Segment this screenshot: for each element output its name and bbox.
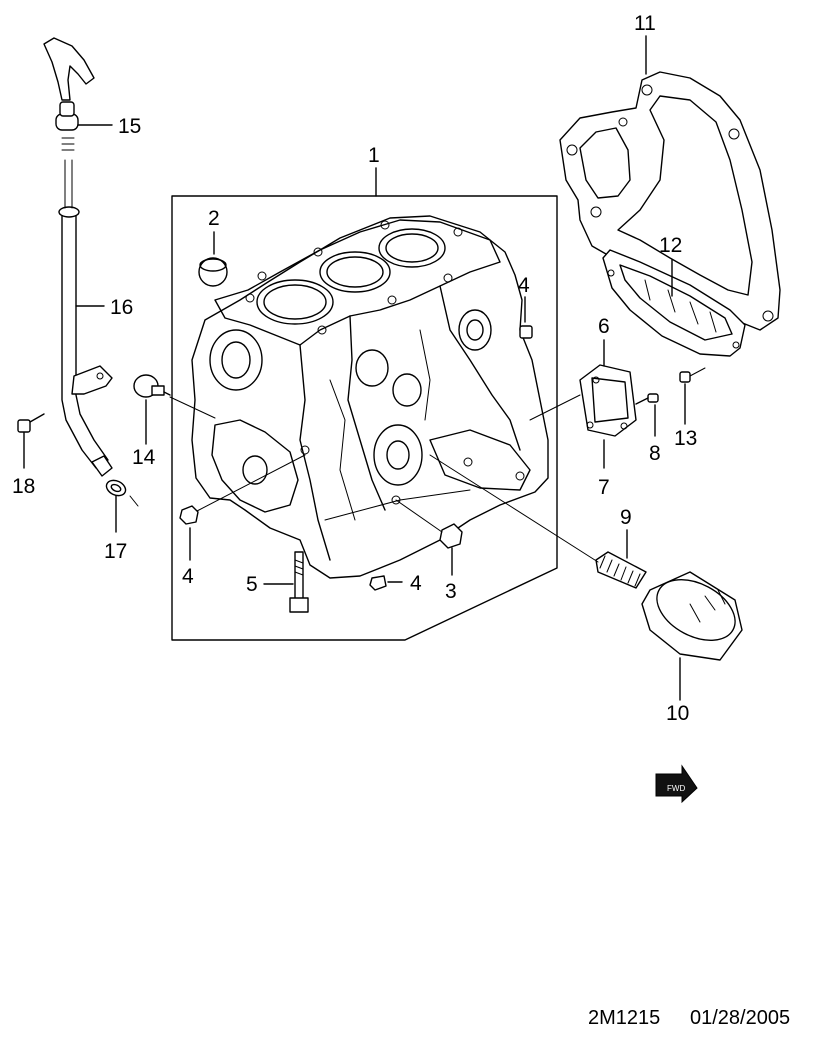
drain-plug — [439, 523, 463, 549]
forward-direction-arrow: FWD — [655, 764, 698, 804]
callout-13: 13 — [674, 427, 697, 450]
o-ring — [105, 479, 127, 497]
tube-bracket — [71, 365, 113, 395]
footer-date: 01/28/2005 — [690, 1007, 790, 1029]
callout-9: 9 — [620, 506, 632, 529]
core-plug — [198, 257, 228, 287]
callout-1: 1 — [368, 144, 380, 167]
screw-13 — [679, 367, 706, 383]
plug-4-lower — [369, 575, 387, 591]
cylinder-block-frame — [171, 195, 558, 641]
oil-dipstick — [43, 37, 95, 151]
callout-3: 3 — [445, 580, 457, 603]
cover-plate — [579, 364, 637, 437]
callout-15: 15 — [118, 115, 141, 138]
leader-14-block — [169, 396, 216, 419]
leader-17-extra — [129, 495, 139, 507]
leader-4b-block — [196, 454, 306, 512]
callout-6: 6 — [598, 315, 610, 338]
oil-filter-union — [595, 551, 647, 589]
callout-16: 16 — [110, 296, 133, 319]
plug-4-upper — [519, 325, 533, 339]
callout-4-left: 4 — [182, 565, 194, 588]
cylinder-block — [191, 215, 549, 579]
callout-11: 11 — [634, 12, 656, 35]
oil-pressure-switch — [133, 374, 171, 398]
callout-4-upper: 4 — [518, 274, 530, 297]
callout-17: 17 — [104, 540, 127, 563]
plug-4-left — [179, 505, 199, 525]
callout-8: 8 — [649, 442, 661, 465]
screw-8 — [635, 393, 659, 405]
callout-14: 14 — [132, 446, 156, 469]
callout-5: 5 — [246, 573, 258, 596]
callout-4-lower: 4 — [410, 572, 422, 595]
dipstick-tube — [58, 159, 113, 477]
rear-plate-gasket — [559, 71, 781, 331]
leader-6-block — [529, 394, 581, 421]
bolt — [289, 551, 309, 613]
oil-seal-strip — [602, 249, 746, 357]
callout-18: 18 — [12, 475, 35, 498]
callout-7: 7 — [598, 476, 610, 499]
leader-3-block — [395, 499, 443, 533]
forward-direction-label: FWD — [667, 784, 685, 793]
leader-9-block — [429, 454, 599, 563]
bracket-bolt — [17, 413, 45, 433]
footer-diagram-code: 2M1215 — [588, 1007, 660, 1029]
callout-2: 2 — [208, 207, 220, 230]
callout-12: 12 — [659, 234, 682, 257]
callout-10: 10 — [666, 702, 689, 725]
oil-filter — [641, 571, 743, 661]
